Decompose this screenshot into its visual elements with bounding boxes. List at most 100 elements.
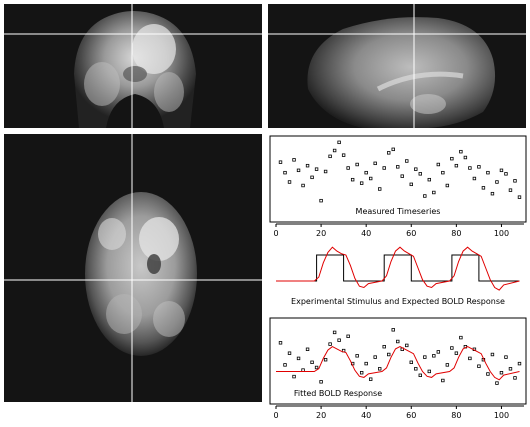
data-point bbox=[359, 181, 364, 185]
data-point bbox=[504, 172, 508, 176]
data-point bbox=[323, 169, 328, 174]
coronal-slice-image bbox=[4, 4, 262, 128]
data-point bbox=[432, 190, 436, 195]
data-point bbox=[459, 149, 463, 154]
measured-plot-frame bbox=[269, 135, 527, 223]
data-point bbox=[332, 330, 337, 335]
tick-label: 40 bbox=[361, 229, 371, 238]
data-point bbox=[319, 380, 323, 384]
data-point bbox=[418, 373, 422, 377]
data-point bbox=[436, 350, 441, 354]
data-point bbox=[454, 163, 459, 168]
axial-view[interactable] bbox=[4, 134, 262, 402]
data-point bbox=[472, 176, 477, 181]
fitted-curve bbox=[276, 346, 520, 381]
data-point bbox=[436, 162, 441, 167]
data-point bbox=[427, 369, 432, 374]
data-point bbox=[513, 179, 517, 183]
data-point bbox=[508, 367, 513, 371]
data-point bbox=[278, 341, 283, 345]
data-point bbox=[477, 165, 481, 169]
data-point bbox=[405, 159, 409, 163]
data-point bbox=[387, 151, 391, 155]
data-point bbox=[301, 183, 305, 188]
data-point bbox=[409, 360, 413, 364]
data-point bbox=[337, 338, 341, 342]
tick-label: 100 bbox=[494, 411, 509, 420]
data-point bbox=[346, 166, 350, 170]
data-point bbox=[292, 158, 296, 162]
data-point bbox=[441, 170, 445, 175]
data-point bbox=[508, 188, 513, 192]
data-point bbox=[468, 356, 472, 361]
data-point bbox=[423, 194, 427, 198]
measured-caption: Measured Timeseries bbox=[356, 207, 441, 216]
data-point bbox=[346, 334, 350, 338]
tick-label: 100 bbox=[494, 229, 509, 238]
data-point bbox=[445, 363, 450, 367]
fitted-points bbox=[278, 328, 522, 385]
data-point bbox=[513, 376, 517, 380]
data-point bbox=[287, 180, 292, 184]
data-point bbox=[445, 183, 450, 188]
data-point bbox=[328, 154, 332, 159]
data-point bbox=[396, 165, 400, 169]
tick-label: 80 bbox=[451, 411, 461, 420]
data-point bbox=[310, 360, 314, 364]
data-point bbox=[378, 367, 382, 371]
data-point bbox=[450, 346, 454, 350]
data-point bbox=[468, 166, 472, 170]
data-point bbox=[337, 140, 341, 145]
data-point bbox=[405, 343, 409, 348]
data-point bbox=[427, 177, 432, 182]
expected-bold-curve bbox=[276, 246, 520, 291]
sagittal-slice-image bbox=[268, 4, 526, 128]
axial-slice-image bbox=[4, 134, 262, 402]
data-point bbox=[499, 168, 504, 173]
stimulus-caption: Experimental Stimulus and Expected BOLD … bbox=[291, 297, 505, 306]
data-point bbox=[310, 175, 314, 180]
data-point bbox=[355, 162, 359, 167]
data-point bbox=[495, 180, 499, 184]
data-point bbox=[418, 172, 422, 176]
data-point bbox=[373, 355, 377, 359]
data-point bbox=[414, 167, 418, 171]
data-point bbox=[373, 161, 377, 166]
data-point bbox=[355, 354, 359, 358]
data-point bbox=[323, 357, 328, 362]
sagittal-view[interactable] bbox=[268, 4, 526, 128]
data-point bbox=[486, 372, 490, 376]
data-point bbox=[368, 377, 373, 381]
data-point bbox=[432, 354, 436, 358]
data-point bbox=[463, 155, 468, 160]
data-point bbox=[382, 344, 386, 349]
data-point bbox=[423, 355, 427, 359]
data-point bbox=[296, 168, 301, 173]
tick-label: 40 bbox=[361, 411, 371, 420]
data-point bbox=[314, 167, 319, 171]
data-point bbox=[477, 364, 481, 368]
data-point bbox=[292, 374, 296, 379]
tick-label: 20 bbox=[316, 229, 326, 238]
data-point bbox=[359, 370, 364, 375]
data-point bbox=[490, 191, 495, 196]
tick-label: 0 bbox=[273, 411, 278, 420]
data-point bbox=[486, 170, 490, 175]
data-point bbox=[504, 355, 508, 359]
data-point bbox=[400, 174, 404, 178]
data-point bbox=[481, 186, 486, 190]
measured-points bbox=[278, 140, 522, 203]
data-point bbox=[319, 198, 323, 203]
data-point bbox=[495, 381, 499, 385]
data-point bbox=[454, 351, 459, 355]
coronal-view[interactable] bbox=[4, 4, 262, 128]
data-point bbox=[490, 352, 495, 357]
data-point bbox=[387, 352, 391, 357]
data-point bbox=[459, 335, 463, 340]
data-point bbox=[517, 361, 522, 366]
tick-label: 80 bbox=[451, 229, 461, 238]
